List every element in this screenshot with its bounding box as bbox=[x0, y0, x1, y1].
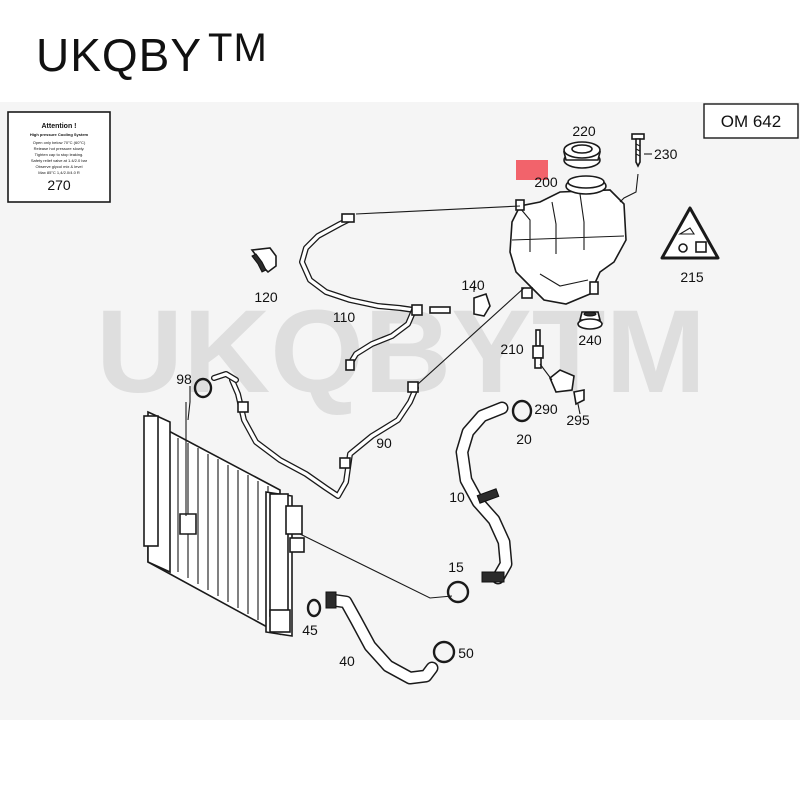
callout-10: 10 bbox=[449, 489, 465, 505]
callout-110: 110 bbox=[333, 309, 356, 325]
clip-295 bbox=[573, 389, 585, 415]
radiator-hose-10 bbox=[455, 401, 513, 585]
callout-120: 120 bbox=[254, 289, 278, 305]
warning-label-line: Tighten cap to stop leaking. bbox=[35, 152, 84, 157]
callout-295: 295 bbox=[566, 412, 590, 428]
callout-240: 240 bbox=[578, 332, 602, 348]
warning-label-subheading: High pressure Cooling System bbox=[30, 132, 89, 137]
o-ring-20 bbox=[511, 399, 533, 423]
hose-fitting-140 bbox=[473, 286, 491, 317]
callout-15: 15 bbox=[448, 559, 464, 575]
warning-label-line: Observe glycol mix & level bbox=[36, 164, 83, 169]
callout-140: 140 bbox=[461, 277, 485, 293]
warning-triangle-215 bbox=[660, 206, 720, 260]
o-ring-45 bbox=[306, 598, 322, 618]
warning-label-heading: Attention ! bbox=[42, 123, 77, 130]
callout-215: 215 bbox=[680, 269, 704, 285]
engine-code-text: OM 642 bbox=[721, 112, 781, 131]
lower-hose-40 bbox=[325, 591, 439, 685]
callout-210: 210 bbox=[500, 341, 524, 357]
engine-code-box: OM 642 bbox=[703, 103, 799, 139]
callout-20: 20 bbox=[516, 431, 532, 447]
brand-name: UKQBY bbox=[36, 29, 203, 81]
parts-diagram-panel: UKQBYTM Attention ! High pressure Coolin… bbox=[0, 102, 800, 720]
o-ring-50 bbox=[432, 640, 456, 664]
callout-45: 45 bbox=[302, 622, 318, 638]
brand-trademark: TM bbox=[208, 26, 268, 70]
o-ring-15 bbox=[446, 580, 470, 604]
warning-label-line: Safety relief valve at 1.4/2.0 bar bbox=[31, 158, 88, 163]
callout-98: 98 bbox=[176, 371, 192, 387]
highlight-marker bbox=[516, 160, 548, 180]
bolt-230 bbox=[631, 133, 652, 168]
grommet-240 bbox=[577, 311, 603, 330]
callout-90: 90 bbox=[376, 435, 392, 451]
hose-clamp-120 bbox=[250, 247, 277, 274]
callout-220: 220 bbox=[572, 123, 596, 139]
warning-label-270: Attention ! High pressure Cooling System… bbox=[7, 111, 111, 203]
warning-label-line: Release hot pressure slowly. bbox=[34, 146, 85, 151]
vent-hose-110 bbox=[299, 205, 521, 371]
warning-label-line: Open only below 70°C (60°C) bbox=[33, 140, 86, 145]
parts-diagram: UKQBYTM Attention ! High pressure Coolin… bbox=[7, 103, 799, 685]
callout-200: 200 bbox=[534, 174, 558, 190]
callout-230: 230 bbox=[654, 146, 678, 162]
o-ring-98 bbox=[187, 377, 213, 421]
callout-50: 50 bbox=[458, 645, 474, 661]
bleed-line-90 bbox=[211, 287, 525, 499]
callout-270: 270 bbox=[47, 177, 71, 193]
radiator bbox=[143, 402, 453, 637]
tank-cap-220 bbox=[562, 141, 602, 169]
callout-40: 40 bbox=[339, 653, 355, 669]
level-sensor-210 bbox=[532, 329, 544, 369]
callout-290: 290 bbox=[534, 401, 558, 417]
expansion-tank-200 bbox=[509, 173, 639, 305]
connector-290 bbox=[539, 363, 575, 393]
warning-label-line: Max 85°C 1,4/2.0/4.0 R bbox=[38, 170, 80, 175]
